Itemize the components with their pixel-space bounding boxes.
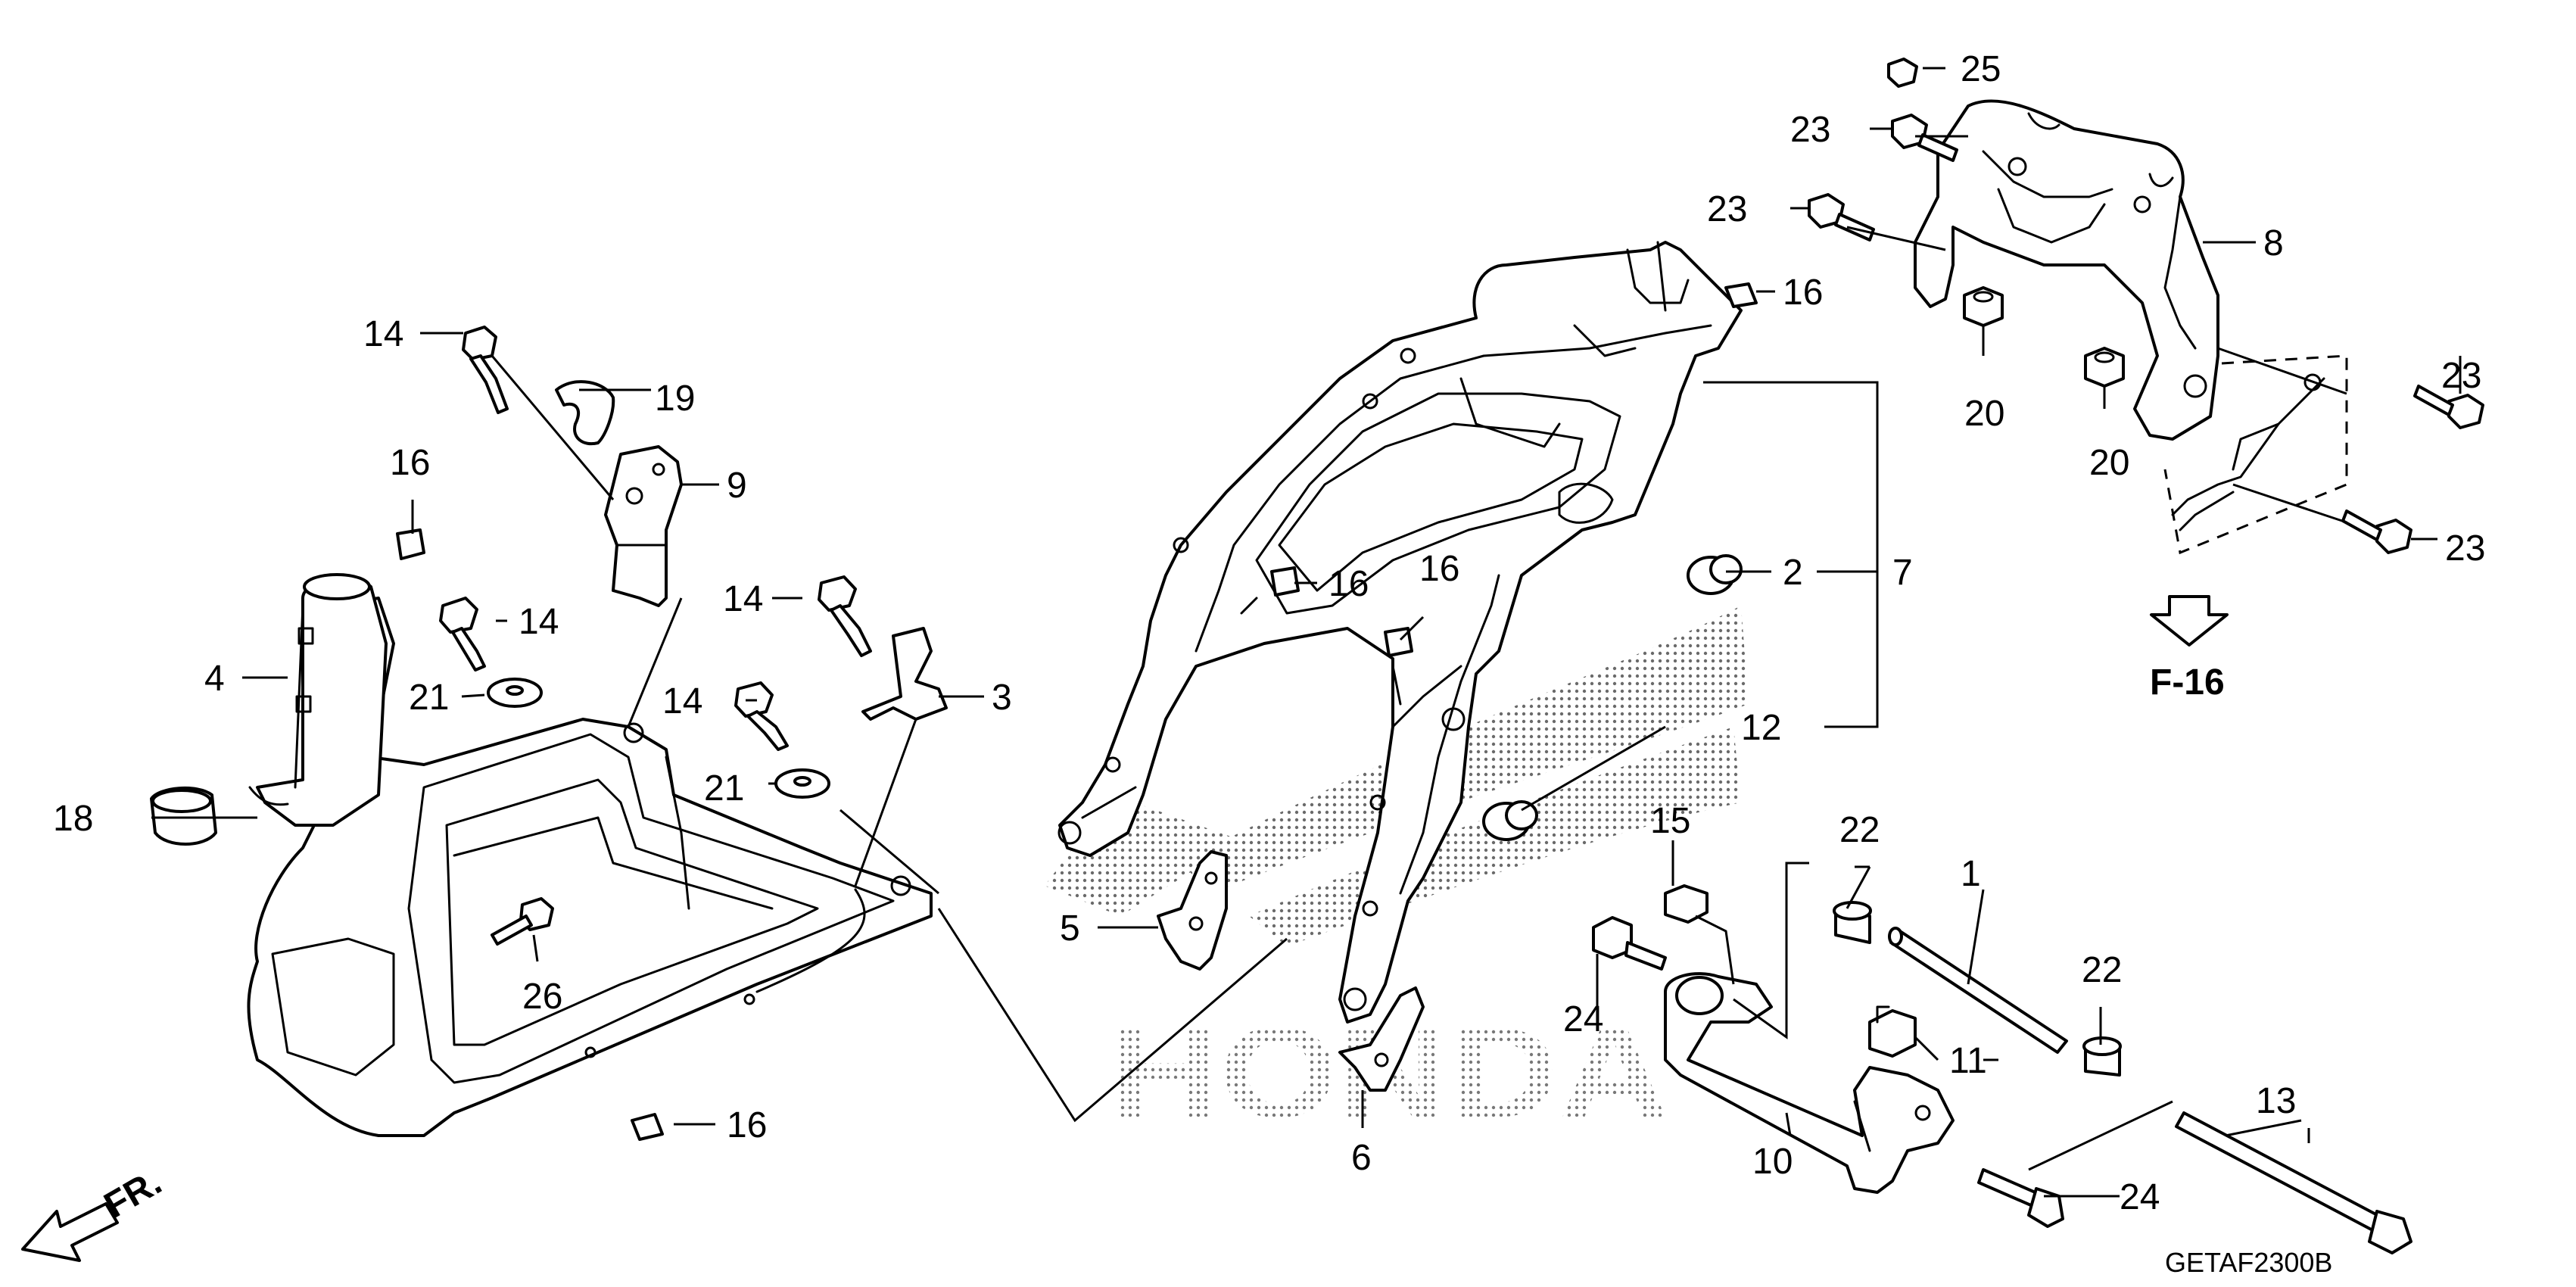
bolt-part-14-b <box>439 597 486 672</box>
reference-arrow <box>2150 595 2229 647</box>
reference-label: F-16 <box>2150 662 2225 703</box>
bolt-part-23-b <box>1808 193 1875 242</box>
callout-18: 18 <box>53 799 93 839</box>
clip-nut-part-16-b <box>631 1113 664 1141</box>
callout-2: 2 <box>1783 553 1803 593</box>
callout-23-a: 23 <box>1790 110 1830 150</box>
callout-23-b: 23 <box>1707 189 1747 229</box>
callout-20-b: 20 <box>2089 443 2129 483</box>
callout-16-a: 16 <box>390 443 430 483</box>
clamp-part-19 <box>555 380 615 446</box>
callout-13: 13 <box>2256 1081 2296 1121</box>
callout-16-c: 16 <box>1328 564 1369 604</box>
washer-part-21-a <box>487 678 543 708</box>
callout-21-b: 21 <box>704 768 744 809</box>
collar-part-22-lower <box>2082 1036 2122 1077</box>
bolt-part-24-right <box>1977 1168 2064 1228</box>
bolt-part-14-a <box>462 326 509 414</box>
nut-part-20-b <box>2084 347 2125 388</box>
clip-nut-part-16-a <box>396 528 425 560</box>
callout-16-e: 16 <box>1783 273 1823 313</box>
rear-grip-bracket-part-8 <box>1914 99 2219 441</box>
washer-part-21-b <box>774 768 830 799</box>
callout-9: 9 <box>727 466 747 506</box>
clip-nut-part-16-c <box>1270 566 1300 597</box>
callout-19: 19 <box>655 379 695 419</box>
hanger-link-part-10 <box>1664 972 1955 1194</box>
nut-part-20-a <box>1963 286 2004 327</box>
callout-16-d: 16 <box>1419 549 1459 589</box>
callout-23-c: 23 <box>2441 356 2481 396</box>
bolt-part-23-c <box>2413 385 2484 429</box>
bolt-part-25 <box>1887 58 1918 88</box>
callout-21-a: 21 <box>409 678 449 718</box>
collar-part-12 <box>1482 800 1538 841</box>
callout-24-b: 24 <box>2120 1177 2160 1217</box>
collar-part-22-upper <box>1833 901 1872 944</box>
leader-lines <box>151 67 2462 1198</box>
front-direction-arrow: FR. <box>21 1162 168 1262</box>
bolt-part-14-d <box>734 681 789 751</box>
callout-14-b: 14 <box>519 602 559 642</box>
callout-20-a: 20 <box>1964 394 2004 434</box>
bolt-part-26 <box>491 897 554 946</box>
callout-7: 7 <box>1892 553 1913 593</box>
headlight-bracket-part-4 <box>248 573 388 827</box>
callout-25: 25 <box>1961 49 2001 89</box>
bolt-part-14-c <box>818 575 872 657</box>
clip-nut-part-11 <box>1868 1005 1917 1058</box>
callout-14-d: 14 <box>662 681 702 721</box>
stay-part-6 <box>1338 986 1425 1092</box>
pivot-rod-part-1 <box>1888 927 2068 1054</box>
bracket-part-9 <box>604 445 683 607</box>
nut-part-15 <box>1664 884 1709 924</box>
bolt-part-23-d <box>2341 510 2412 554</box>
callout-4: 4 <box>204 659 225 699</box>
callout-labels: 1 2 3 4 5 6 7 8 9 10 11 12 13 14 14 14 1… <box>53 49 2485 1217</box>
callout-22-b: 22 <box>2082 950 2122 990</box>
reference-subassembly <box>2163 354 2348 555</box>
stay-part-5 <box>1157 850 1228 971</box>
callout-22-a: 22 <box>1839 810 1880 850</box>
front-floor-frame-part-4 <box>247 597 933 1137</box>
grommet-part-18 <box>150 786 217 846</box>
callout-5: 5 <box>1060 908 1080 949</box>
callout-1: 1 <box>1961 854 1981 894</box>
collar-part-2 <box>1687 554 1743 595</box>
callout-12: 12 <box>1741 708 1781 748</box>
callout-14-a: 14 <box>363 314 403 354</box>
bolt-part-23-a <box>1891 114 1958 162</box>
clip-nut-part-16-e <box>1724 282 1758 308</box>
callout-11: 11 <box>1949 1041 1987 1081</box>
bolt-part-24-left <box>1592 916 1667 971</box>
callout-26: 26 <box>522 977 562 1017</box>
callout-23-d: 23 <box>2445 528 2485 569</box>
callout-8: 8 <box>2263 223 2284 263</box>
callout-15: 15 <box>1650 801 1690 841</box>
callout-6: 6 <box>1351 1138 1372 1178</box>
drawing-code: GETAF2300B <box>2165 1247 2332 1278</box>
clip-stay-part-3 <box>861 627 948 721</box>
callout-16-b: 16 <box>727 1105 767 1145</box>
callout-14-c: 14 <box>723 579 763 619</box>
callout-3: 3 <box>992 678 1012 718</box>
callout-10: 10 <box>1752 1142 1793 1182</box>
callout-24-a: 24 <box>1563 999 1603 1039</box>
long-bolt-part-13 <box>2175 1111 2412 1254</box>
